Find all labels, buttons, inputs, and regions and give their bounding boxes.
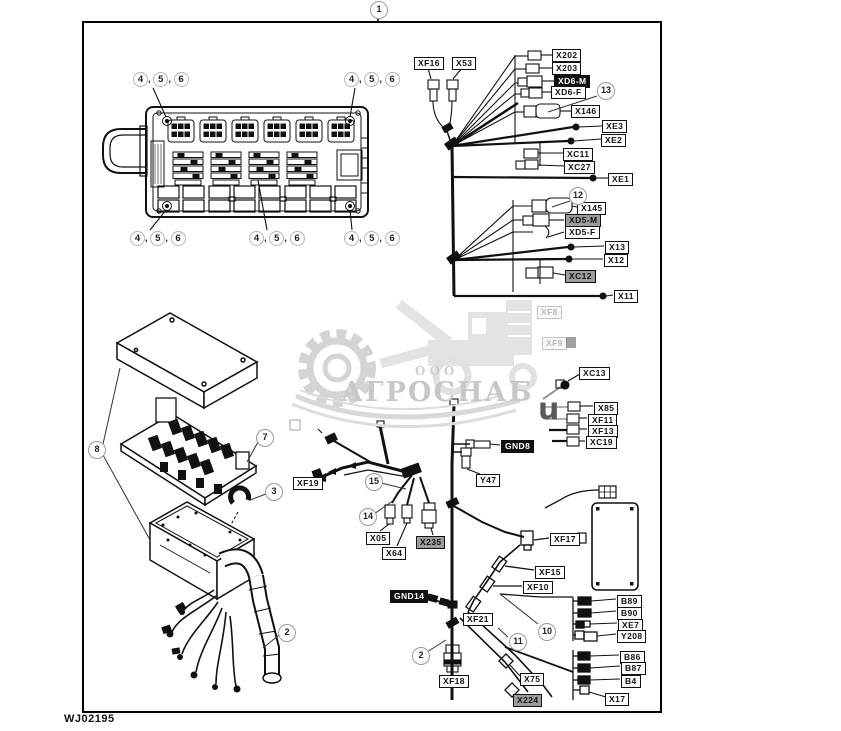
fuse-panel-drawing [102, 87, 369, 231]
fastener-note: 4, 5, 6 [344, 231, 400, 246]
callout-14: 14 [359, 508, 377, 526]
connector-label-xf17: XF17 [550, 533, 580, 547]
connector-label-x64: X64 [382, 547, 407, 561]
exploded-box-drawing [115, 312, 282, 693]
connector-label-xf18: XF18 [439, 675, 469, 689]
connector-label-b87: B87 [621, 662, 646, 676]
drawing-number: WJ02195 [64, 713, 115, 725]
connector-label-xf16: XF16 [414, 57, 444, 71]
fastener-note-digit: 4 [344, 72, 359, 87]
connector-label-xc13: XC13 [579, 367, 610, 381]
connector-label-xf10: XF10 [523, 581, 553, 595]
callout-1: 1 [370, 1, 388, 19]
callout-8: 8 [88, 441, 106, 459]
board-relays [147, 418, 235, 494]
fastener-note-digit: 4 [130, 231, 145, 246]
callout-leader-lines [102, 95, 598, 653]
fastener-note: 4, 5, 6 [133, 72, 189, 87]
connector-label-xd6-f: XD6-F [551, 86, 586, 100]
panel-connector-clusters [167, 116, 355, 143]
connector-label-x17: X17 [605, 693, 630, 707]
connector-label-x224: X224 [513, 694, 543, 708]
connector-label-xe3: XE3 [602, 120, 628, 134]
connector-label-x13: X13 [605, 241, 630, 255]
fastener-note-digit: 6 [384, 72, 400, 87]
fastener-note: 4, 5, 6 [249, 231, 305, 246]
connector-label-x75: X75 [520, 673, 545, 687]
connector-label-xd5-f: XD5-F [565, 226, 600, 240]
callout-11: 11 [509, 633, 527, 651]
connector-label-xc19: XC19 [586, 436, 617, 450]
fastener-note-digit: 6 [384, 231, 400, 246]
fastener-note-digit: 4 [249, 231, 264, 246]
panel-leader-lines [149, 87, 356, 231]
connector-label-gnd14: GND14 [390, 590, 429, 604]
fastener-note-digit: 5 [153, 72, 169, 87]
fastener-note-digit: 6 [289, 231, 305, 246]
connector-label-x11: X11 [614, 290, 638, 304]
connector-label-xf21: XF21 [463, 613, 493, 627]
fastener-note-digit: 5 [364, 72, 380, 87]
connector-label-x202: X202 [552, 49, 582, 63]
fastener-note: 4, 5, 6 [344, 72, 400, 87]
connector-label-x235: X235 [416, 536, 446, 550]
callout-15: 15 [365, 473, 383, 491]
connector-label-x203: X203 [552, 62, 582, 76]
panel-fuse-groups [172, 149, 363, 186]
harness-midright-drawing [542, 373, 593, 447]
fastener-note-digit: 6 [170, 231, 186, 246]
connector-label-xf11: XF11 [588, 414, 618, 428]
connector-label-y208: Y208 [617, 630, 647, 644]
callout-2: 2 [412, 647, 430, 665]
connector-label-xc11: XC11 [563, 148, 594, 162]
connector-label-b4: B4 [621, 675, 641, 689]
callout-13: 13 [597, 82, 615, 100]
connector-label-xc27: XC27 [564, 161, 595, 175]
fastener-note-digit: 5 [269, 231, 285, 246]
connector-label-x12: X12 [604, 254, 629, 268]
harness-upper-drawing [427, 50, 614, 348]
connector-label-x53: X53 [452, 57, 477, 71]
fastener-note-digit: 4 [344, 231, 359, 246]
box-harness-wires [171, 589, 237, 687]
fastener-note-digit: 5 [150, 231, 166, 246]
callout-7: 7 [256, 429, 274, 447]
fastener-note-digit: 4 [133, 72, 148, 87]
connector-label-xe2: XE2 [601, 134, 627, 148]
connector-label-gnd8: GND8 [501, 440, 535, 454]
connector-label-xc12: XC12 [565, 270, 596, 284]
panel-relay-sockets [157, 185, 357, 213]
callout-12: 12 [569, 187, 587, 205]
connector-label-x145: X145 [577, 202, 607, 216]
connector-label-xf15: XF15 [535, 566, 565, 580]
callout-3: 3 [265, 483, 283, 501]
fastener-note-digit: 5 [364, 231, 380, 246]
connector-label-y47: Y47 [476, 474, 501, 488]
callout-10: 10 [538, 623, 556, 641]
connector-label-xf9: XF9 [542, 337, 567, 351]
connector-label-xf19: XF19 [293, 477, 323, 491]
ecu-drawing [544, 485, 639, 591]
connector-label-xe1: XE1 [608, 173, 634, 187]
connector-label-x05: X05 [366, 532, 391, 546]
callout-2: 2 [278, 624, 296, 642]
connector-label-x146: X146 [571, 105, 601, 119]
fastener-note: 4, 5, 6 [130, 231, 186, 246]
connector-label-xf8: XF8 [537, 306, 562, 320]
fastener-note-digit: 6 [173, 72, 189, 87]
